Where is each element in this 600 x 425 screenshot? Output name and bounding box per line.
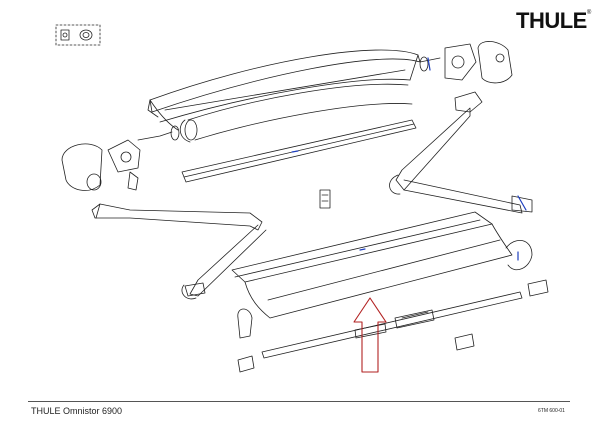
footer-divider — [28, 401, 570, 402]
diagram-code: 6TM 600-01 — [538, 408, 565, 414]
left-end-cap — [61, 125, 180, 191]
diagram-title: THULE Omnistor 6900 — [31, 406, 123, 416]
right-arm — [389, 107, 533, 214]
right-end-cap — [419, 41, 513, 113]
small-parts — [237, 279, 549, 373]
sliding-rail — [261, 291, 523, 359]
left-arm — [91, 203, 267, 300]
lead-rail — [181, 119, 417, 183]
thule-logo: THULE® — [516, 10, 591, 32]
roller-tube — [179, 83, 413, 143]
mounting-bracket — [319, 189, 331, 209]
brand-mark: ® — [586, 10, 591, 16]
front-profile — [231, 211, 533, 319]
brand-name: THULE — [516, 8, 587, 33]
hardware-set-icon — [55, 24, 101, 46]
upward-arrow-icon — [353, 297, 387, 373]
